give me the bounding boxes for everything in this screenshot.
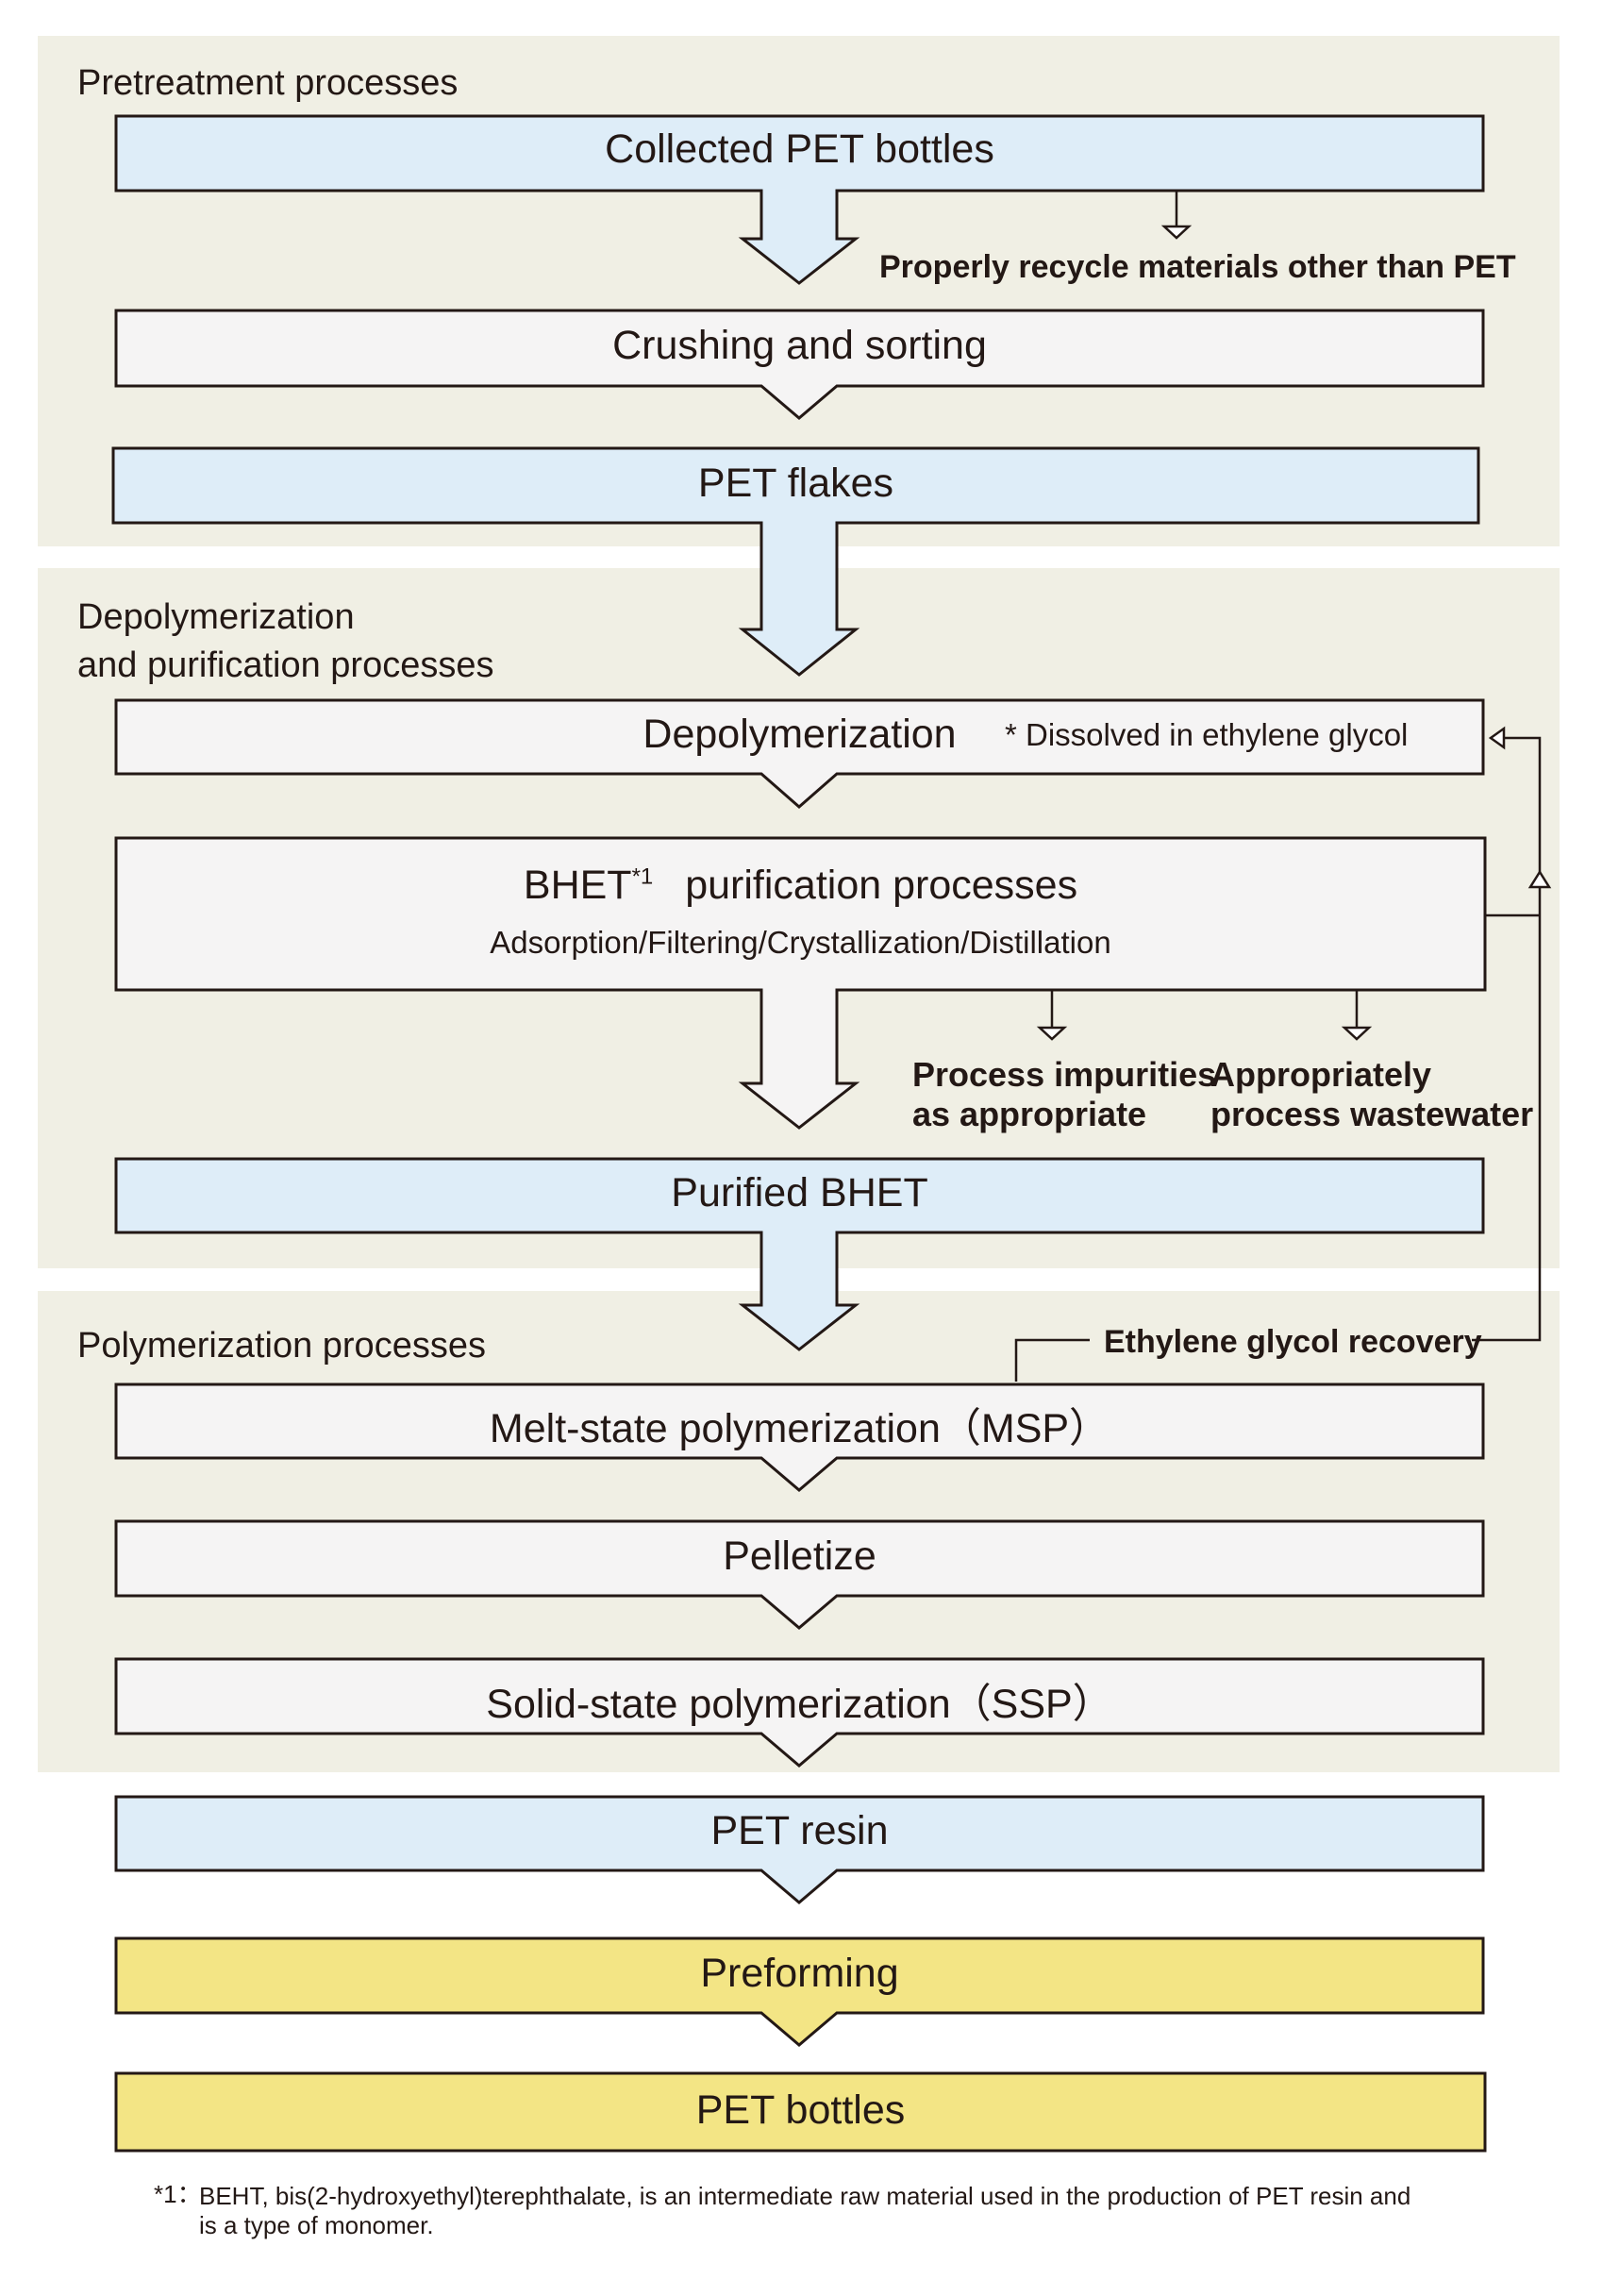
- pelletize-box: [114, 1519, 1485, 1630]
- bhet-title-name: BHET: [523, 863, 632, 908]
- impurities-note-line1: Process impurities: [912, 1055, 1217, 1094]
- recycle-other-note: Properly recycle materials other than PE…: [879, 249, 1516, 285]
- footnote-line2: is a type of monomer.: [199, 2211, 434, 2239]
- ssp-label: Solid-state polymerization（SSP）: [486, 1682, 1113, 1727]
- pet-resin-box: [114, 1795, 1485, 1904]
- pet-resin-label: PET resin: [710, 1808, 889, 1853]
- wastewater-note-line2: process wastewater: [1210, 1095, 1534, 1133]
- impurities-down-arrow-icon: [1036, 1026, 1068, 1041]
- wastewater-down-arrow-icon: [1341, 1026, 1373, 1041]
- depolymerization-title-line2: and purification processes: [77, 645, 494, 685]
- crushing-box: [114, 309, 1485, 420]
- pet-flakes-label: PET flakes: [697, 461, 894, 506]
- bhet-purification-box: [114, 836, 1487, 1130]
- purified-bhet-box: [114, 1157, 1485, 1351]
- depolymerization-title-line1: Depolymerization: [77, 597, 355, 637]
- loop-arrowhead-left-icon: [1488, 726, 1506, 750]
- depolymerization-note: * Dissolved in ethylene glycol: [1005, 717, 1409, 752]
- wastewater-note-line1: Appropriately: [1210, 1055, 1432, 1094]
- msp-box: [114, 1383, 1485, 1492]
- impurities-note-line2: as appropriate: [912, 1095, 1147, 1133]
- footnote-line1: BEHT, bis(2-hydroxyethyl)terephthalate, …: [199, 2182, 1411, 2210]
- ssp-box: [114, 1657, 1485, 1768]
- crushing-label: Crushing and sorting: [612, 323, 987, 368]
- bhet-title: BHET*1 purification processes: [116, 863, 1485, 909]
- bhet-footnote-marker: *1: [631, 863, 654, 890]
- preforming-box: [114, 1936, 1485, 2047]
- pelletize-label: Pelletize: [723, 1533, 876, 1579]
- pet-bottles-box: [114, 2071, 1487, 2153]
- depolymerization-label: Depolymerization: [642, 712, 957, 757]
- depolymerization-box: [114, 698, 1485, 809]
- polymerization-title: Polymerization processes: [77, 1326, 486, 1366]
- bhet-title-rest: purification processes: [685, 863, 1078, 908]
- loop-arrowhead-up-icon: [1527, 869, 1552, 889]
- eg-recovery-left-line: [1014, 1338, 1090, 1382]
- pretreatment-title: Pretreatment processes: [77, 63, 459, 103]
- preforming-label: Preforming: [700, 1951, 899, 1996]
- bhet-methods: Adsorption/Filtering/Crystallization/Dis…: [490, 925, 1111, 960]
- msp-label: Melt-state polymerization（MSP）: [489, 1406, 1110, 1451]
- collected-bottles-label: Collected PET bottles: [605, 126, 994, 172]
- recycle-down-arrow-icon: [1160, 225, 1193, 240]
- pet-bottles-label: PET bottles: [695, 2087, 906, 2133]
- purified-bhet-label: Purified BHET: [671, 1170, 928, 1215]
- collected-bottles-box: [114, 114, 1485, 285]
- pet-flakes-box: [111, 446, 1480, 677]
- eg-recovery-note: Ethylene glycol recovery: [1104, 1324, 1482, 1360]
- eg-recovery-right-line: [1472, 736, 1542, 1342]
- footnote-marker: *1：: [154, 2180, 202, 2208]
